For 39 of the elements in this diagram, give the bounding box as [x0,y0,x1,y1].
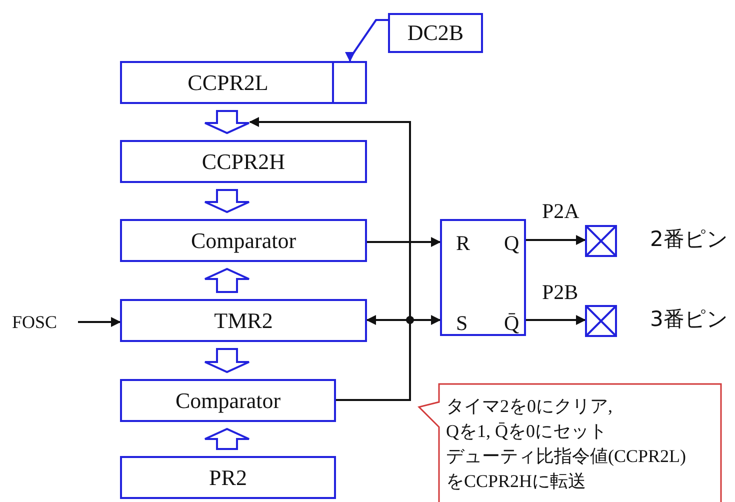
block-arrow [204,428,250,450]
note-line: をCCPR2Hに転送 [446,472,586,490]
pin-name: Q [504,233,520,254]
note-line: デューティ比指令値(CCPR2L) [446,447,686,465]
pin-terminal [585,225,617,257]
register-box [120,61,367,104]
register-label: DC2B [406,22,465,44]
block-arrow [204,268,250,293]
pin-name: Q̄ [504,313,520,334]
register-box [388,13,483,53]
register-box [120,140,367,183]
register-label: PR2 [208,466,248,488]
register-label: CCPR2L [186,72,270,94]
pin-label: 2番ピン [650,229,728,250]
callout-box [418,383,722,502]
flip-flop-box [440,219,526,336]
leader-arrow [345,19,388,62]
block-arrow [204,348,250,374]
register-label: Comparator [174,390,282,412]
block-arrow [204,110,250,134]
pin-terminal [585,305,617,337]
pin-name: R [456,233,470,254]
arrow [526,235,586,245]
register-box [120,456,336,499]
pin-label: 3番ピン [650,309,728,330]
register-label: Comparator [190,230,298,252]
block-arrow [204,189,250,214]
arrow [526,315,586,325]
arrow [78,317,121,327]
register-box [120,219,367,262]
signal-label: FOSC [12,313,58,331]
pin-name: S [456,313,468,334]
note-line: タイマ2を0にクリア, [446,397,612,415]
register-label: TMR2 [213,310,274,332]
register-box [120,379,336,422]
register-box [120,299,367,342]
register-label: CCPR2H [200,150,286,172]
note-line: Qを1, Q̄を0にセット [446,422,607,440]
arrow [367,237,441,247]
